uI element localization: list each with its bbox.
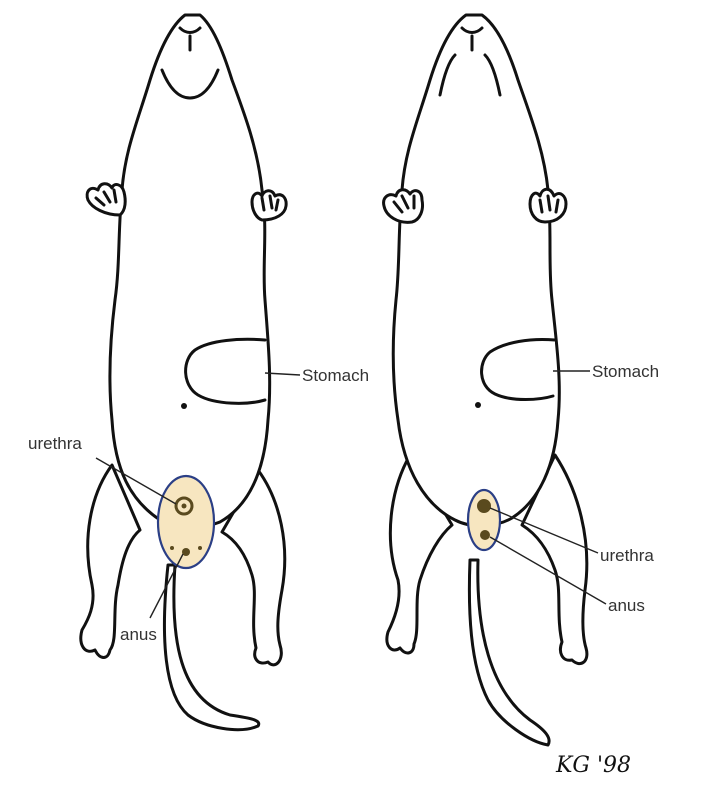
left-stomach-label: Stomach: [302, 366, 369, 385]
left-anus-label: anus: [120, 625, 157, 644]
right-rat: [384, 15, 606, 745]
left-rat-tail: [164, 565, 258, 730]
left-rat-left-front-paw: [87, 184, 125, 215]
right-rat-body: [393, 15, 559, 526]
artist-signature: KG '98: [555, 753, 631, 778]
left-rat-stomach: [186, 339, 265, 403]
left-rat: [81, 15, 300, 730]
left-urethra-label: urethra: [28, 434, 82, 453]
right-rat-urethra-opening: [477, 499, 491, 513]
right-stomach-label: Stomach: [592, 362, 659, 381]
left-rat-body: [110, 15, 270, 528]
right-urethra-label: urethra: [600, 546, 654, 565]
right-anus-label: anus: [608, 596, 645, 615]
right-rat-left-front-paw: [384, 190, 423, 223]
right-rat-tail: [469, 560, 549, 745]
right-rat-anus-opening: [480, 530, 490, 540]
